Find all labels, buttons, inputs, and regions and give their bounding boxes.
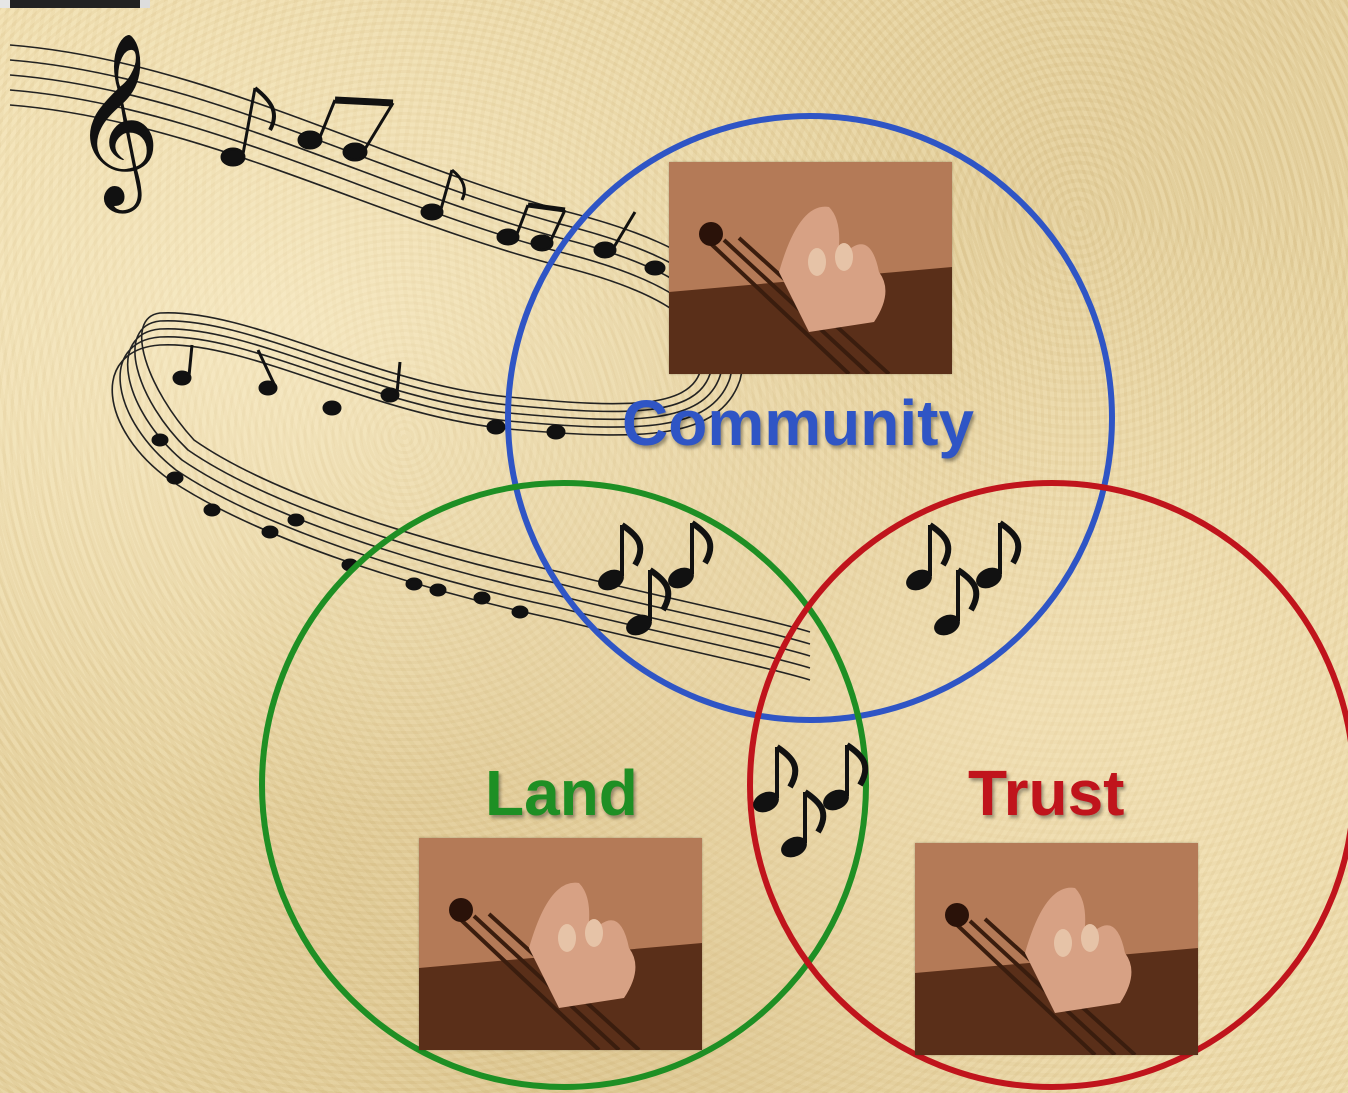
trust-label: Trust <box>968 757 1125 829</box>
treble-clef-icon: 𝄞 <box>72 32 161 214</box>
land-label: Land <box>485 757 638 829</box>
trust-circle <box>747 480 1348 1090</box>
community-trust-notes-icon <box>903 523 1018 639</box>
land-trust-notes-icon <box>750 745 865 861</box>
land-circle <box>259 480 869 1090</box>
trust-violin-photo <box>915 843 1198 1055</box>
community-label: Community <box>622 387 974 459</box>
community-violin-photo <box>669 162 952 374</box>
community-circle <box>505 113 1115 723</box>
corner-thumbnail <box>0 0 150 8</box>
land-violin-photo <box>419 838 702 1050</box>
staff-notes-icon <box>151 86 729 619</box>
